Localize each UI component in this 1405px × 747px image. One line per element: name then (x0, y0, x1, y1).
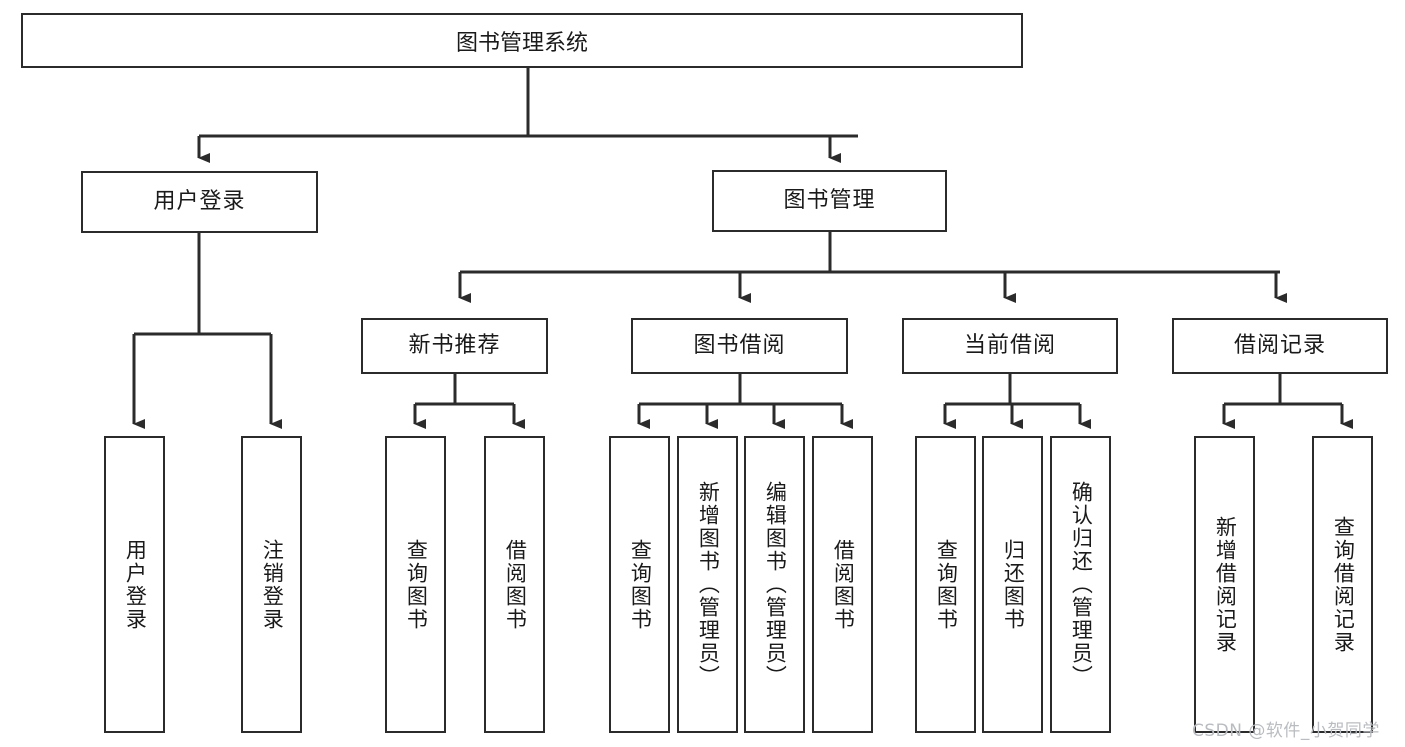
leaf-new-book-borrow[interactable]: 借阅图书 (484, 436, 545, 733)
node-current-borrow[interactable]: 当前借阅 (902, 318, 1118, 374)
leaf-label: 查询图书 (934, 538, 959, 631)
node-user-login-label: 用户登录 (153, 188, 246, 214)
leaf-label: 注销登录 (260, 538, 285, 631)
node-book-management-label: 图书管理 (783, 187, 876, 213)
leaf-current-borrow-confirm-return[interactable]: 确认归还（管理员） (1050, 436, 1111, 733)
node-current-borrow-label: 当前借阅 (963, 332, 1056, 358)
leaf-label: 新增图书（管理员） (696, 481, 721, 688)
leaf-label: 借阅图书 (831, 538, 856, 631)
leaf-user-login-signout[interactable]: 注销登录 (241, 436, 302, 733)
leaf-label: 借阅图书 (503, 538, 528, 631)
leaf-current-borrow-query[interactable]: 查询图书 (915, 436, 976, 733)
node-root-label: 图书管理系统 (455, 30, 588, 56)
leaf-borrow-record-query[interactable]: 查询借阅记录 (1312, 436, 1373, 733)
node-borrow-record[interactable]: 借阅记录 (1172, 318, 1388, 374)
leaf-book-borrow-query[interactable]: 查询图书 (609, 436, 670, 733)
leaf-user-login-signin[interactable]: 用户登录 (104, 436, 165, 733)
leaf-book-borrow-edit[interactable]: 编辑图书（管理员） (744, 436, 805, 733)
leaf-label: 新增借阅记录 (1213, 515, 1238, 654)
node-new-book-recommend-label: 新书推荐 (408, 332, 501, 358)
node-book-management[interactable]: 图书管理 (712, 170, 947, 232)
leaf-current-borrow-return[interactable]: 归还图书 (982, 436, 1043, 733)
leaf-label: 确认归还（管理员） (1069, 481, 1094, 688)
node-book-borrow[interactable]: 图书借阅 (631, 318, 848, 374)
node-book-borrow-label: 图书借阅 (693, 332, 786, 358)
watermark: CSDN @软件_小贺同学 (1192, 721, 1380, 741)
leaf-book-borrow-borrow[interactable]: 借阅图书 (812, 436, 873, 733)
leaf-label: 用户登录 (123, 538, 148, 631)
leaf-label: 归还图书 (1001, 538, 1026, 631)
leaf-label: 查询图书 (404, 538, 429, 631)
leaf-book-borrow-add[interactable]: 新增图书（管理员） (677, 436, 738, 733)
node-root[interactable]: 图书管理系统 (21, 13, 1023, 68)
node-user-login[interactable]: 用户登录 (81, 171, 318, 233)
leaf-label: 查询借阅记录 (1331, 515, 1356, 654)
leaf-label: 查询图书 (628, 538, 653, 631)
node-borrow-record-label: 借阅记录 (1233, 332, 1326, 358)
leaf-borrow-record-add[interactable]: 新增借阅记录 (1194, 436, 1255, 733)
leaf-new-book-query[interactable]: 查询图书 (385, 436, 446, 733)
leaf-label: 编辑图书（管理员） (763, 481, 788, 688)
node-new-book-recommend[interactable]: 新书推荐 (361, 318, 548, 374)
